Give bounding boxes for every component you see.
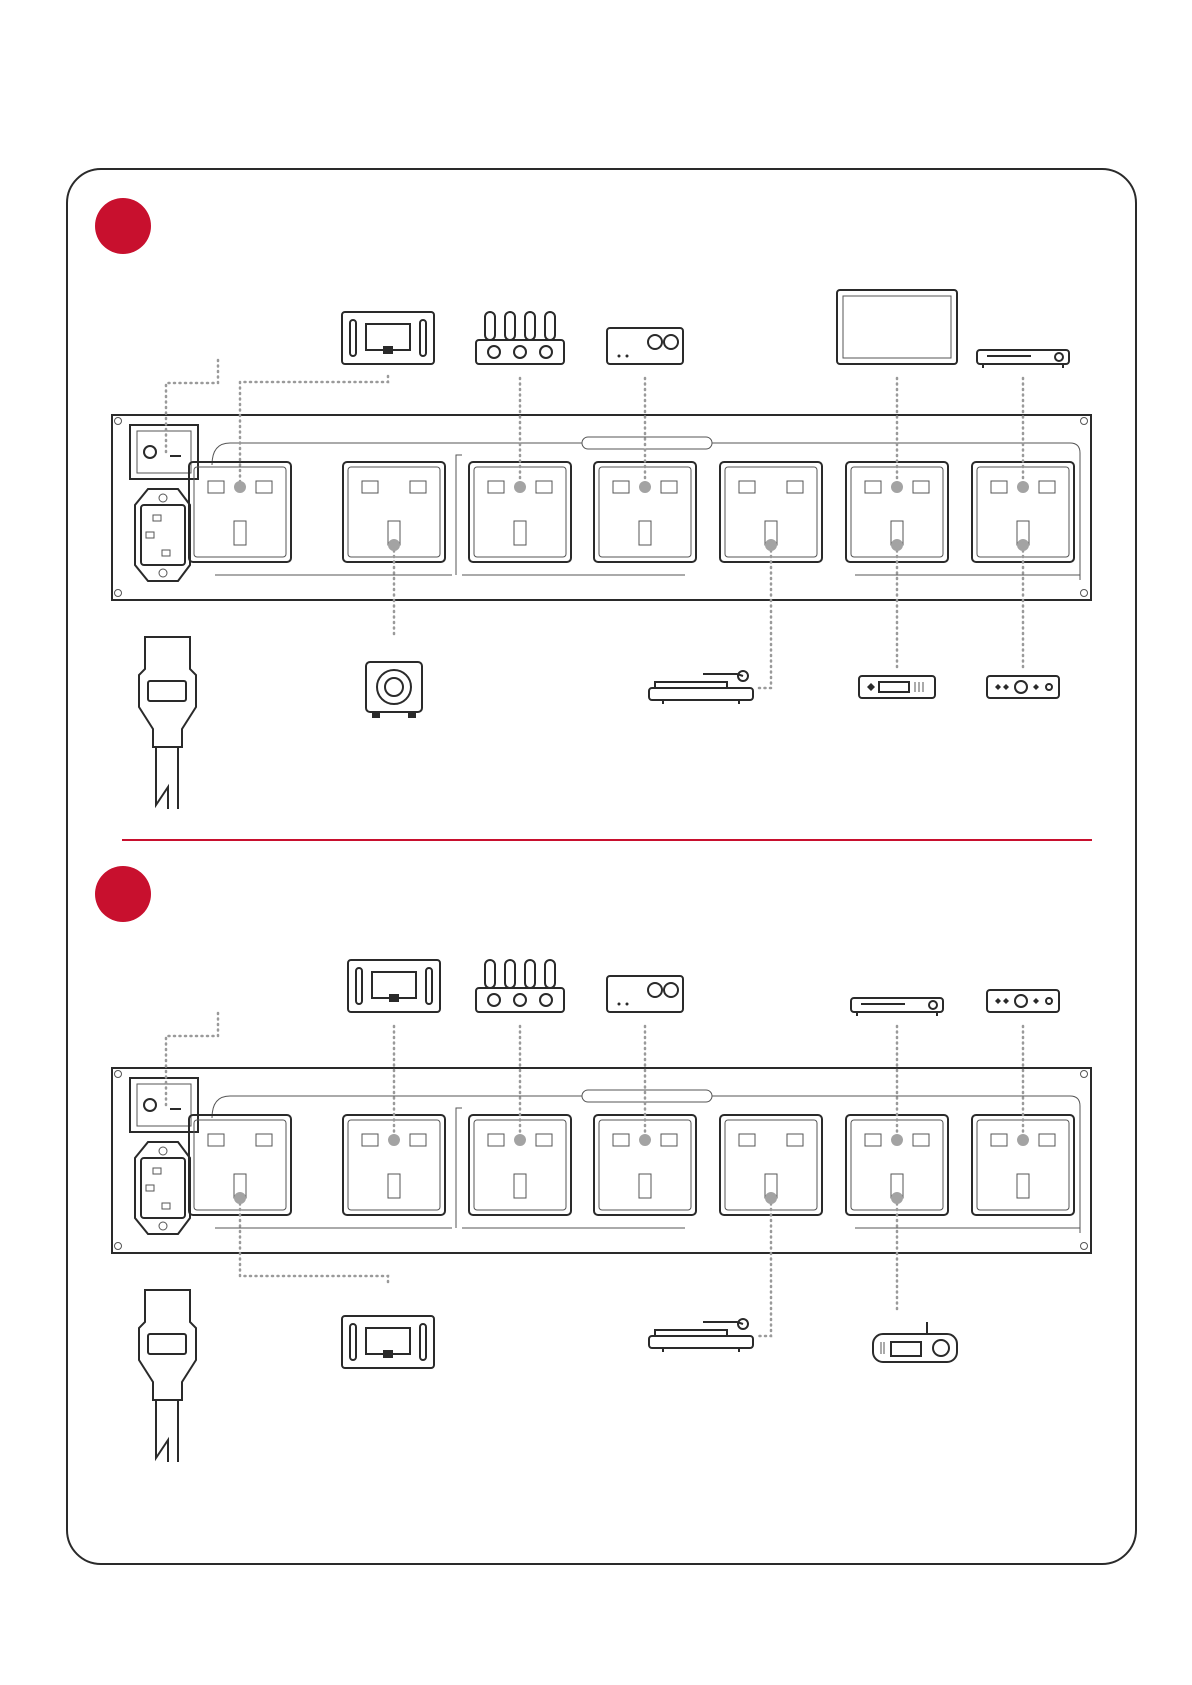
connection-point — [639, 1134, 651, 1146]
connection-point — [891, 1192, 903, 1204]
connection-point — [765, 1192, 777, 1204]
connection-point — [1017, 1134, 1029, 1146]
connection-point — [1017, 539, 1029, 551]
connection-point — [765, 539, 777, 551]
connection-point — [891, 481, 903, 493]
connection-point — [388, 1134, 400, 1146]
connection-point — [234, 481, 246, 493]
connection-point — [1017, 481, 1029, 493]
label-plate — [582, 437, 712, 449]
connection-point — [388, 539, 400, 551]
connection-point — [234, 1192, 246, 1204]
connection-point — [891, 1134, 903, 1146]
connection-point — [514, 1134, 526, 1146]
step-badge — [95, 198, 151, 254]
connection-point — [514, 481, 526, 493]
diagram-frame — [67, 169, 1136, 1564]
connection-point — [639, 481, 651, 493]
step-badge — [95, 866, 151, 922]
label-plate — [582, 1090, 712, 1102]
connection-point — [891, 539, 903, 551]
